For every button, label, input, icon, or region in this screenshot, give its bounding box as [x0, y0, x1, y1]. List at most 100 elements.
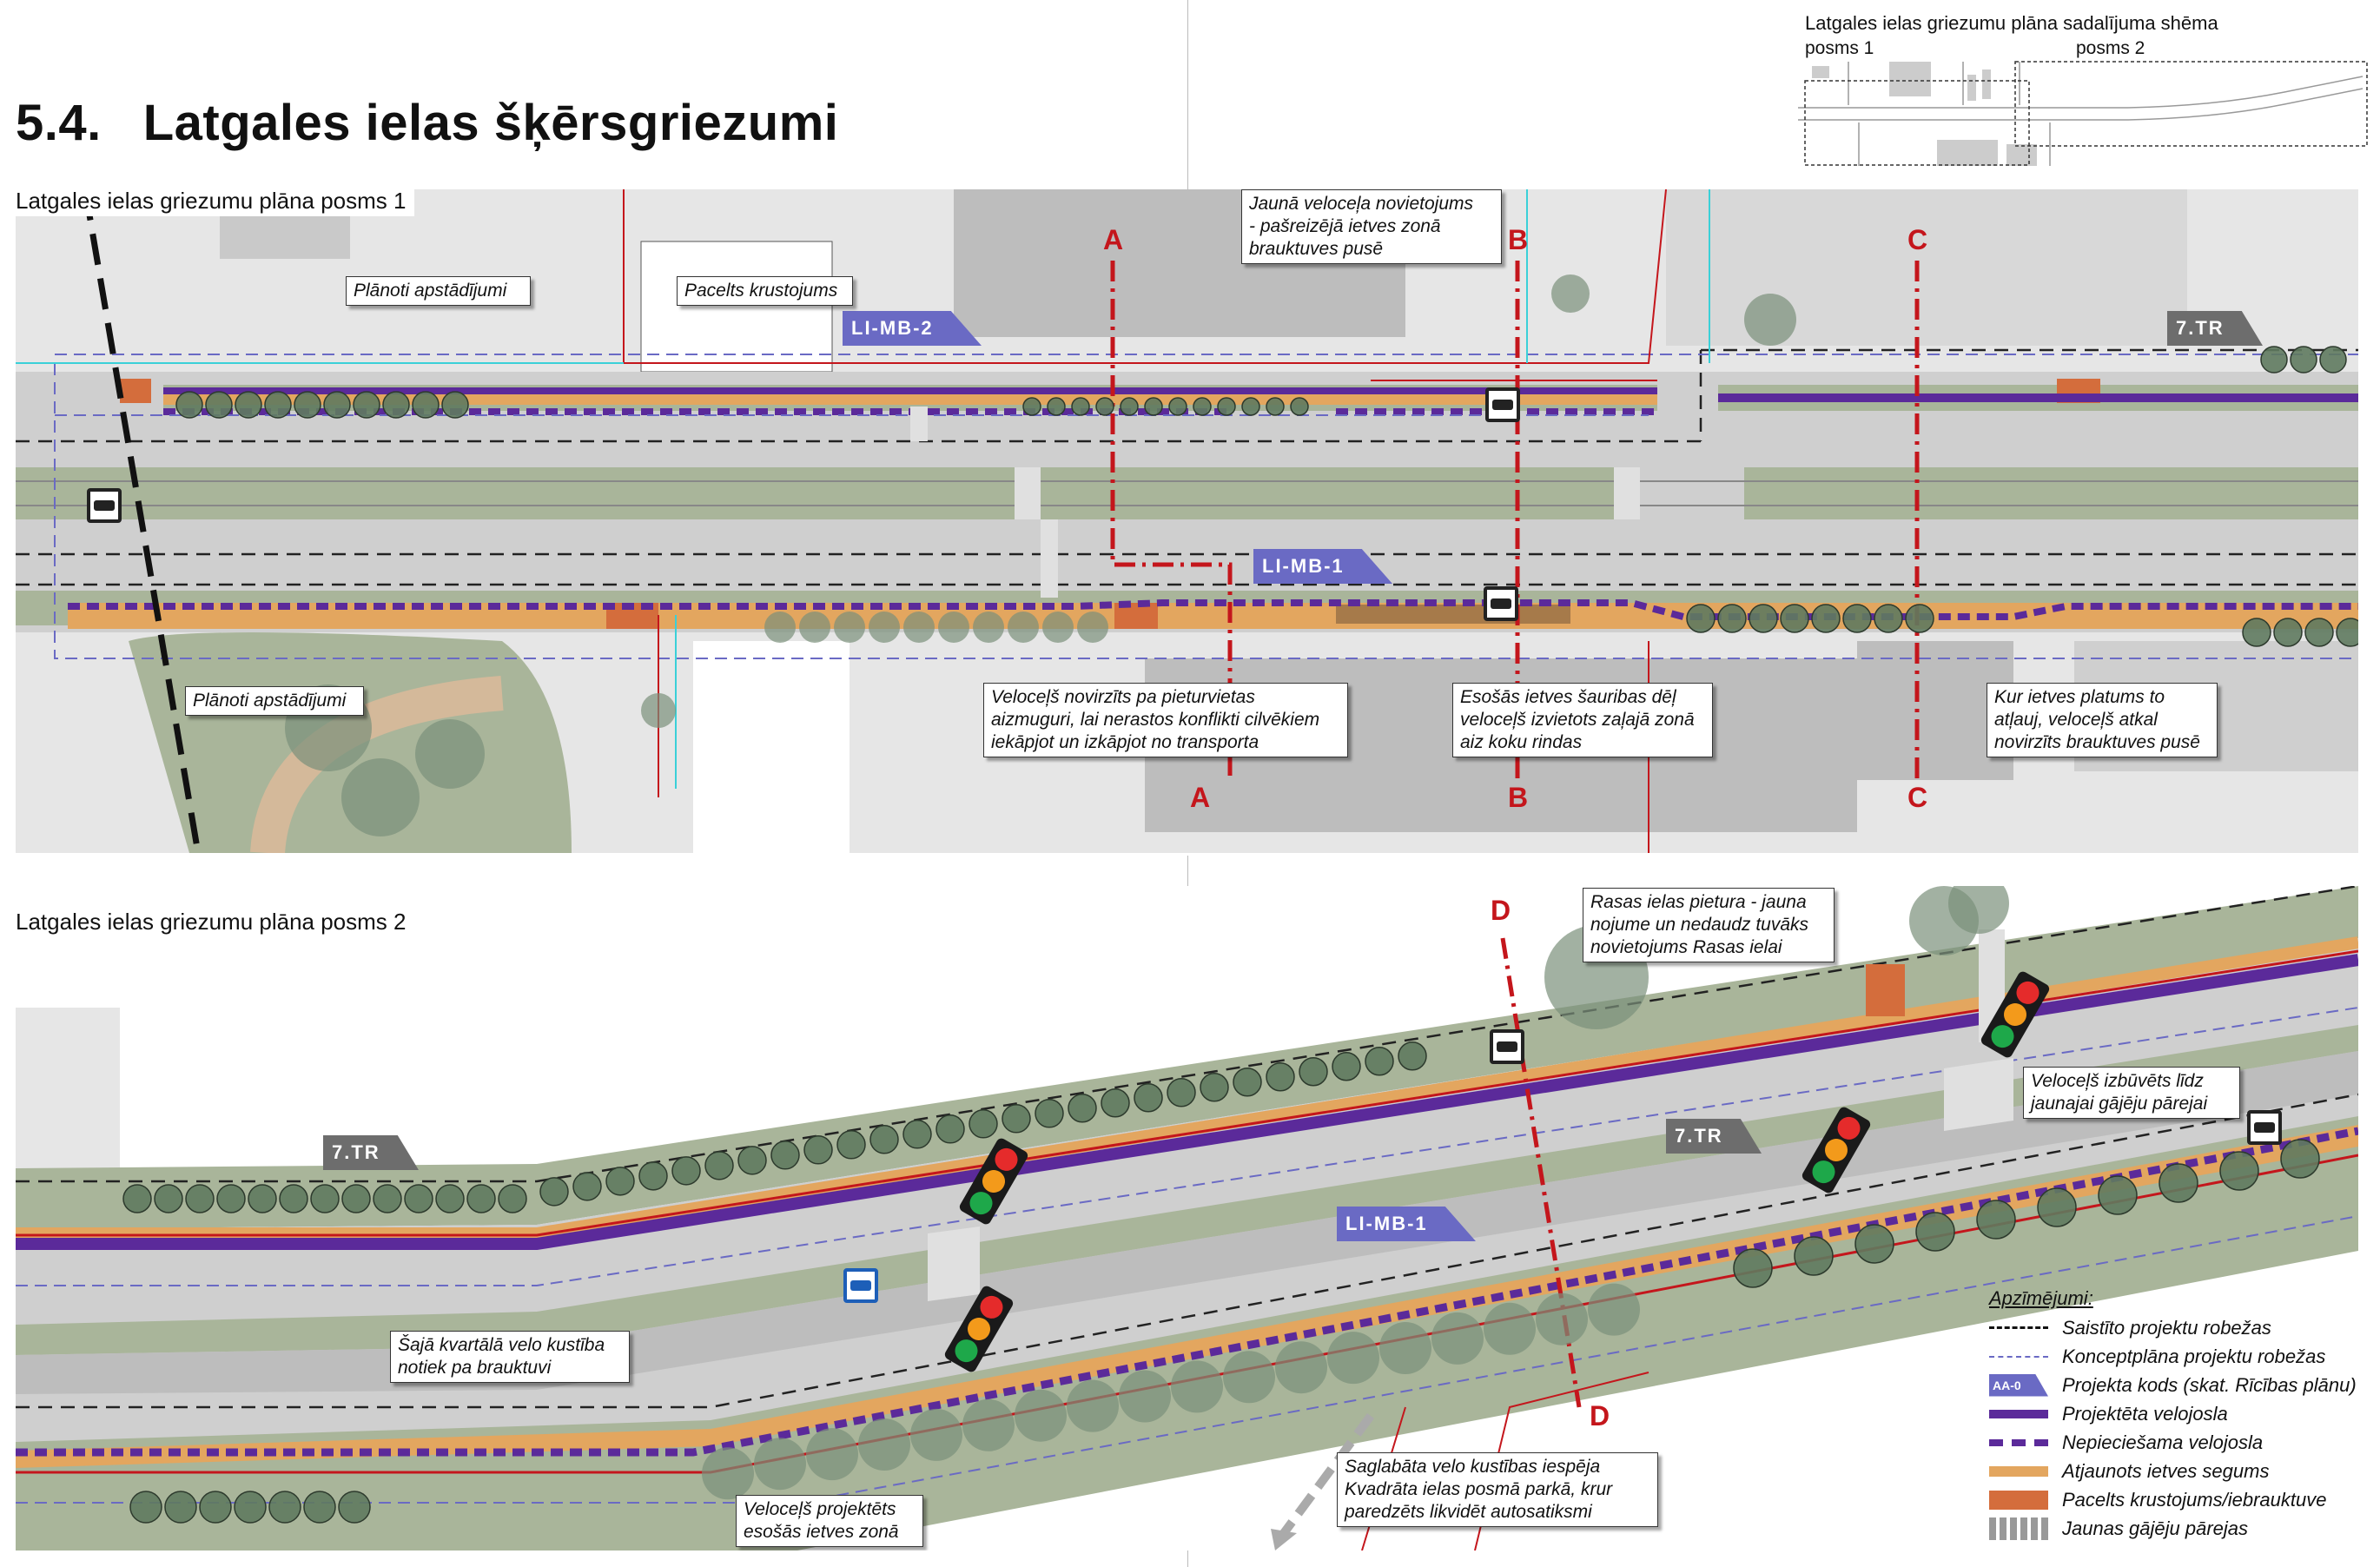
callout-planned-greenery: Plānoti apstādījumi	[185, 686, 364, 716]
tree-icon	[1233, 1068, 1262, 1097]
project-code-tag: 7.TR	[323, 1135, 419, 1170]
tree-icon	[1120, 397, 1139, 416]
legend-label: Atjaunots ietves segums	[2062, 1459, 2270, 1482]
inset-overview-map	[1798, 61, 2368, 166]
inset-title: Latgales ielas griezumu plāna sadalījuma…	[1805, 12, 2218, 34]
tree-icon	[268, 1491, 301, 1524]
tree-icon	[294, 391, 321, 419]
tree-icon	[702, 1447, 754, 1500]
tree-icon	[902, 1120, 932, 1149]
tree-icon	[1095, 397, 1114, 416]
tree-icon	[764, 612, 796, 643]
tree-icon	[1134, 1083, 1163, 1113]
bike-lane-required	[68, 599, 2358, 620]
legend-label: Nepieciešama velojosla	[2062, 1431, 2264, 1453]
legend-label: Projektēta velojosla	[2062, 1402, 2228, 1425]
tree-icon	[1008, 612, 1039, 643]
tree-icon	[770, 1141, 800, 1170]
callout-rasas-stop: Rasas ielas pietura - jauna nojume un ne…	[1583, 888, 1835, 962]
tree-icon	[353, 391, 380, 419]
tree-icon	[2098, 1175, 2138, 1215]
tree-icon	[2290, 346, 2317, 374]
tree-icon	[1484, 1302, 1536, 1355]
tree-icon	[303, 1491, 336, 1524]
tree-icon	[264, 391, 292, 419]
bus-stop-icon	[1484, 586, 1518, 621]
tree-icon	[806, 1428, 858, 1481]
tree-icon	[737, 1146, 767, 1175]
tree-icon	[799, 612, 830, 643]
bike-lane-required	[16, 1127, 2358, 1457]
tree-icon	[1749, 604, 1778, 633]
tree-icon	[962, 1398, 1015, 1451]
legend-label: Konceptplāna projektu robežas	[2062, 1345, 2326, 1367]
page-divider	[1187, 1550, 1188, 1567]
purple-solid-swatch	[1989, 1409, 2048, 1418]
callout-bike-behind-stop: Veloceļš novirzīts pa pieturvietas aizmu…	[983, 683, 1348, 757]
tree-icon	[323, 391, 351, 419]
blue-dash-swatch	[1989, 1355, 2048, 1358]
tree-icon	[234, 1491, 267, 1524]
tree-icon	[869, 612, 900, 643]
tree-icon	[539, 1177, 569, 1207]
tree-icon	[1119, 1370, 1171, 1423]
section-mark-d-top: D	[1491, 895, 1511, 926]
page-title: 5.4.Latgales ielas šķērsgriezumi	[16, 94, 838, 152]
tree-icon	[382, 391, 410, 419]
tree-icon	[1379, 1322, 1431, 1374]
callout-raised-intersection: Pacelts krustojums	[677, 276, 853, 306]
tree-icon	[404, 1184, 433, 1213]
tree-row	[122, 886, 2320, 1524]
legend-item: Pacelts krustojums/iebrauktuve	[1989, 1485, 2357, 1514]
project-code-tag: LI-MB-1	[1253, 549, 1392, 584]
project-code-tag: 7.TR	[2167, 311, 2263, 346]
tree-icon	[1431, 1312, 1484, 1365]
tree-icon	[1365, 1046, 1394, 1076]
tree-icon	[704, 1151, 734, 1180]
tree-icon	[435, 1184, 465, 1213]
legend-label: Jaunas gājēju pārejas	[2062, 1517, 2249, 1539]
tree-icon	[1551, 274, 1590, 313]
tree-icon	[175, 391, 203, 419]
tree-icon	[1217, 397, 1236, 416]
tree-icon	[1915, 1212, 1955, 1252]
tree-icon	[199, 1491, 232, 1524]
section-mark-c-bottom: C	[1907, 782, 1928, 813]
bus-stop-icon	[1490, 1029, 1524, 1064]
bus-stop-icon	[1485, 387, 1520, 422]
tree-icon	[1854, 1224, 1894, 1264]
plan2-label: Latgales ielas griezumu plāna posms 2	[16, 907, 415, 937]
tree-icon	[836, 1130, 866, 1160]
tree-icon	[341, 758, 420, 836]
tree-icon	[1223, 1351, 1275, 1404]
tree-icon	[1398, 1041, 1427, 1071]
legend-title: Apzīmējumi:	[1989, 1287, 2093, 1309]
tree-icon	[154, 1184, 183, 1213]
tree-icon	[2319, 346, 2347, 374]
legend-label: Pacelts krustojums/iebrauktuve	[2062, 1488, 2327, 1511]
tree-icon	[1042, 612, 1074, 643]
tree-icon	[2280, 1139, 2320, 1179]
tree-icon	[671, 1156, 701, 1186]
purple-dash-swatch	[1989, 1438, 2048, 1446]
tram-stop-icon	[87, 488, 122, 523]
legend-item: Projektēta velojosla	[1989, 1399, 2357, 1428]
tree-icon	[279, 1184, 308, 1213]
tree-icon	[1015, 1389, 1067, 1442]
tree-icon	[1717, 604, 1747, 633]
tree-icon	[310, 1184, 340, 1213]
code-tag-swatch: AA-0	[1989, 1373, 2048, 1397]
callout-bike-on-road: Šajā kvartālā velo kustība notiek pa bra…	[390, 1331, 630, 1383]
legend-label: Saistīto projektu robežas	[2062, 1316, 2271, 1339]
tree-icon	[1144, 397, 1163, 416]
tree-icon	[834, 612, 865, 643]
tree-icon	[216, 1184, 246, 1213]
tree-icon	[415, 719, 485, 789]
tree-icon	[2273, 618, 2303, 647]
tree-icon	[1035, 1099, 1064, 1128]
legend-item: Atjaunots ietves segums	[1989, 1457, 2357, 1485]
crossing-swatch	[1989, 1517, 2048, 1540]
bike-lane-projected	[16, 954, 2358, 1250]
tree-icon	[205, 391, 233, 419]
tree-icon	[1167, 1078, 1196, 1107]
